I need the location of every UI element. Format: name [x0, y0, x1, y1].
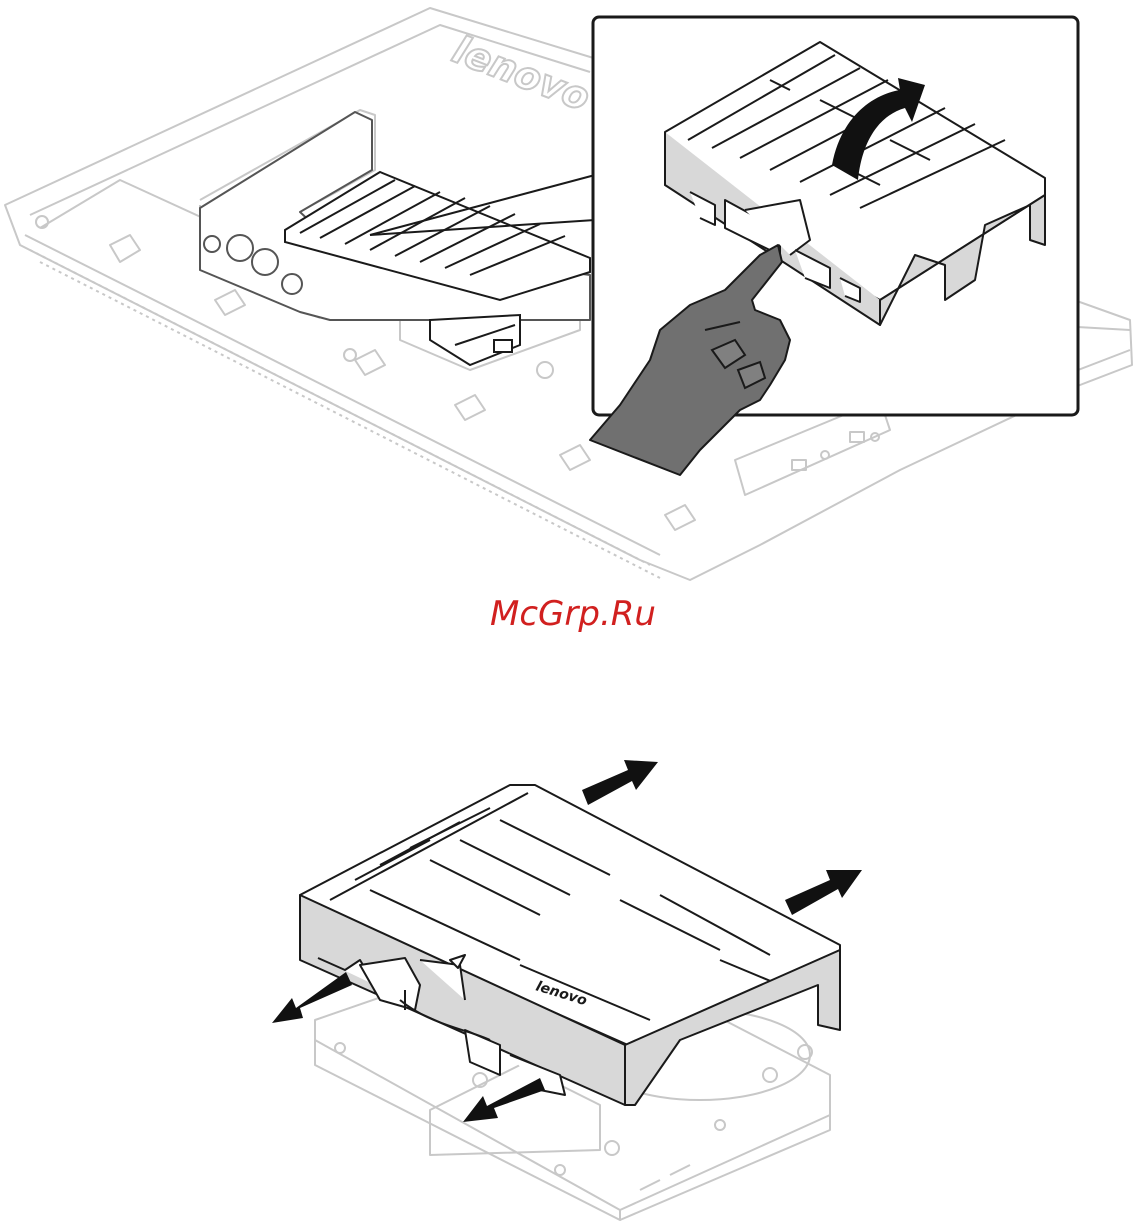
pull-arrow-left-icon: [272, 972, 352, 1023]
up-arrow-right-icon: [785, 870, 862, 915]
watermark-text: McGrp.Ru: [490, 594, 656, 634]
hdd-bracket: [300, 785, 840, 1105]
lenovo-logo: lenovo: [447, 27, 596, 119]
up-arrow-left-icon: [582, 760, 658, 805]
